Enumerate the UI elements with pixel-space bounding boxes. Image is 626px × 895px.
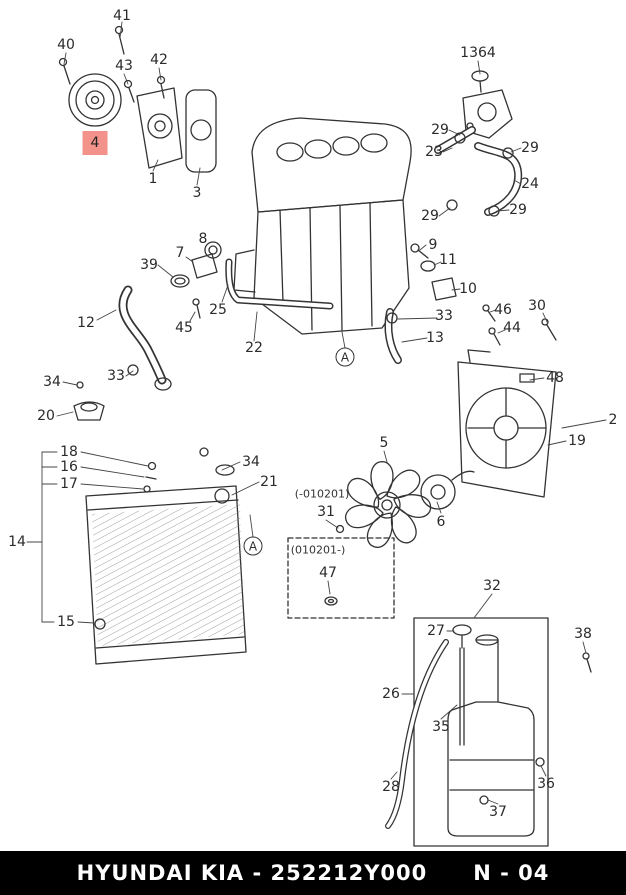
part-callout-35[interactable]: 35 xyxy=(432,719,450,735)
part-callout-13[interactable]: 13 xyxy=(426,330,444,346)
part-callout-40[interactable]: 40 xyxy=(57,37,75,53)
fan-shroud-group xyxy=(457,349,557,498)
variant-label-(010201-): (010201-) xyxy=(290,543,346,557)
part-callout-4[interactable]: 4 xyxy=(82,131,108,155)
section-marker-A: A xyxy=(335,347,355,367)
part-callout-25[interactable]: 25 xyxy=(209,302,227,318)
footer-bar: HYUNDAI KIA - 252212Y000 N - 04 xyxy=(0,851,626,895)
upper-hoses-group xyxy=(434,126,523,217)
leader-lines xyxy=(26,21,607,805)
lower-hose-group xyxy=(118,285,172,391)
part-callout-48[interactable]: 48 xyxy=(546,370,564,386)
part-callout-29[interactable]: 29 xyxy=(431,122,449,138)
part-callout-1[interactable]: 1 xyxy=(148,171,158,187)
part-callout-15[interactable]: 15 xyxy=(57,614,75,630)
part-callout-41[interactable]: 41 xyxy=(113,8,131,24)
part-callout-29[interactable]: 29 xyxy=(521,140,539,156)
part-callout-1364[interactable]: 1364 xyxy=(460,45,496,61)
part-callout-5[interactable]: 5 xyxy=(379,435,389,451)
part-callout-28[interactable]: 28 xyxy=(382,779,400,795)
footer-page-code: N - 04 xyxy=(473,861,550,885)
part-callout-16[interactable]: 16 xyxy=(60,459,78,475)
part-callout-33[interactable]: 33 xyxy=(435,308,453,324)
part-callout-44[interactable]: 44 xyxy=(503,320,521,336)
part-callout-23[interactable]: 23 xyxy=(425,144,443,160)
radiator-group xyxy=(73,381,247,665)
part-callout-21[interactable]: 21 xyxy=(260,474,278,490)
footer-brand-part: HYUNDAI KIA - 252212Y000 xyxy=(76,861,428,885)
water-outlet-group xyxy=(170,241,334,319)
part-callout-45[interactable]: 45 xyxy=(175,320,193,336)
part-callout-33[interactable]: 33 xyxy=(107,368,125,384)
part-callout-9[interactable]: 9 xyxy=(428,237,438,253)
part-callout-2[interactable]: 2 xyxy=(608,412,618,428)
part-callout-7[interactable]: 7 xyxy=(175,245,185,261)
part-callout-47[interactable]: 47 xyxy=(319,565,337,581)
part-callout-27[interactable]: 27 xyxy=(427,623,445,639)
part-callout-17[interactable]: 17 xyxy=(60,476,78,492)
water-pump-group xyxy=(58,25,217,173)
engine-block xyxy=(233,117,412,335)
part-callout-37[interactable]: 37 xyxy=(489,804,507,820)
part-callout-42[interactable]: 42 xyxy=(150,52,168,68)
bypass-parts-group xyxy=(384,243,557,364)
part-callout-8[interactable]: 8 xyxy=(198,231,208,247)
part-callout-6[interactable]: 6 xyxy=(436,514,446,530)
part-callout-20[interactable]: 20 xyxy=(37,408,55,424)
part-callout-29[interactable]: 29 xyxy=(421,208,439,224)
part-callout-12[interactable]: 12 xyxy=(77,315,95,331)
reservoir-group xyxy=(385,617,592,847)
part-callout-46[interactable]: 46 xyxy=(494,302,512,318)
part-callout-29[interactable]: 29 xyxy=(509,202,527,218)
part-callout-14[interactable]: 14 xyxy=(8,534,26,550)
part-callout-38[interactable]: 38 xyxy=(574,626,592,642)
part-callout-34[interactable]: 34 xyxy=(43,374,61,390)
part-callout-39[interactable]: 39 xyxy=(140,257,158,273)
part-callout-30[interactable]: 30 xyxy=(528,298,546,314)
variant-label-(-010201): (-010201) xyxy=(294,487,350,501)
cooling-fan-group xyxy=(341,456,436,552)
section-marker-A: A xyxy=(243,536,263,556)
part-callout-11[interactable]: 11 xyxy=(439,252,457,268)
part-callout-31[interactable]: 31 xyxy=(317,504,335,520)
part-callout-26[interactable]: 26 xyxy=(382,686,400,702)
thermostat-housing-group xyxy=(462,70,513,139)
part-callout-10[interactable]: 10 xyxy=(459,281,477,297)
part-callout-19[interactable]: 19 xyxy=(568,433,586,449)
part-callout-3[interactable]: 3 xyxy=(192,185,202,201)
part-callout-32[interactable]: 32 xyxy=(483,578,501,594)
part-callout-22[interactable]: 22 xyxy=(245,340,263,356)
fan-motor-group xyxy=(420,470,475,510)
variant-box-group xyxy=(287,524,395,619)
part-callout-18[interactable]: 18 xyxy=(60,444,78,460)
part-callout-24[interactable]: 24 xyxy=(521,176,539,192)
diagram-art xyxy=(26,21,607,847)
part-callout-43[interactable]: 43 xyxy=(115,58,133,74)
part-callout-34[interactable]: 34 xyxy=(242,454,260,470)
part-callout-36[interactable]: 36 xyxy=(537,776,555,792)
